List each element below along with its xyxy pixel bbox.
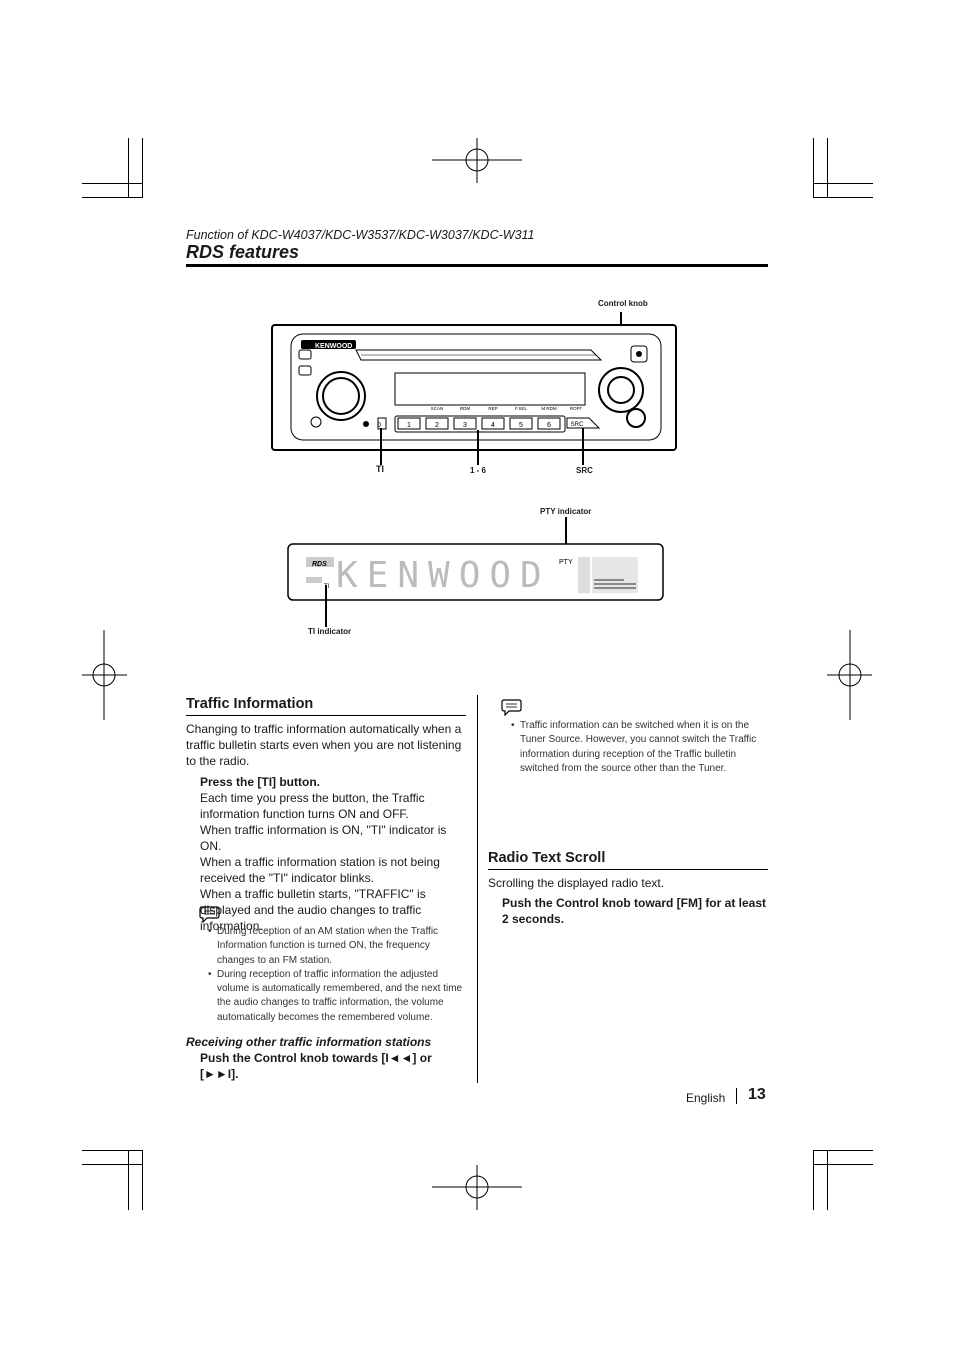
traffic-instruction: Press the [TI] button. — [200, 775, 320, 789]
title-rule — [186, 264, 768, 267]
func-label-rep: REP — [488, 406, 497, 411]
label-ti: TI — [376, 464, 384, 474]
pty-indicator: PTY — [559, 559, 573, 566]
section-heading-radio-text: Radio Text Scroll — [488, 850, 605, 866]
preset-1-label: 1 — [407, 422, 411, 429]
display-text: KENWOOD — [336, 555, 551, 596]
model-subtitle: Function of KDC-W4037/KDC-W3537/KDC-W303… — [186, 228, 535, 242]
traffic-note-2: During reception of traffic information … — [208, 968, 466, 1025]
traffic-body-line-2: When traffic information is ON, "TI" ind… — [200, 823, 447, 853]
traffic-sub-instruction: Push the Control knob towards [I◄◄] or [… — [200, 1051, 432, 1081]
head-unit-illustration: KENWOOD 0 1 2 3 4 5 6 SRC SCAN RDM REP F… — [271, 312, 677, 465]
traffic-note-1: During reception of an AM station when t… — [208, 925, 466, 968]
src-button-label: SRC — [571, 422, 584, 428]
radio-text-instruction: Push the Control knob toward [FM] for at… — [502, 896, 766, 926]
label-presets: 1 - 6 — [470, 466, 487, 475]
preset-6-label: 6 — [547, 422, 551, 429]
display-illustration: RDS KENWOOD PTY TI — [287, 517, 664, 627]
radio-text-heading: Radio Text Scroll — [488, 850, 606, 866]
page-number: 13 — [748, 1086, 766, 1103]
traffic-sub-heading: Receiving other traffic information stat… — [186, 1035, 432, 1049]
note-icon-right — [501, 699, 522, 716]
preset-3-label: 3 — [463, 422, 467, 429]
label-src: SRC — [576, 466, 593, 475]
ti-button-label: 0 — [377, 422, 381, 429]
radio-text-heading-rule — [488, 869, 768, 870]
right-note-1: Traffic information can be switched when… — [511, 719, 761, 776]
preset-2-label: 2 — [435, 422, 439, 429]
traffic-notes: During reception of an AM station when t… — [208, 925, 466, 1025]
traffic-heading-rule — [186, 715, 466, 716]
page-title: RDS features — [186, 242, 300, 262]
section-heading-traffic: Traffic Information — [186, 696, 313, 712]
func-label-rdm: RDM — [460, 406, 470, 411]
func-label-mrdm: M.RDM — [541, 406, 556, 411]
radio-text-intro: Scrolling the displayed radio text. — [488, 876, 665, 890]
traffic-intro: Changing to traffic information automati… — [186, 722, 462, 768]
brand-logo: KENWOOD — [315, 343, 352, 350]
note-icon — [199, 906, 220, 923]
traffic-body-line-1: Each time you press the button, the Traf… — [200, 791, 425, 821]
label-ti-indicator: TI indicator — [308, 627, 352, 636]
traffic-heading: Traffic Information — [186, 696, 314, 712]
svg-text:RDS: RDS — [312, 561, 327, 568]
func-label-roff: ROFF — [570, 406, 582, 411]
right-notes: Traffic information can be switched when… — [511, 719, 761, 776]
traffic-body: Each time you press the button, the Traf… — [200, 790, 468, 934]
traffic-body-line-3: When a traffic information station is no… — [200, 855, 440, 885]
func-label-scan: SCAN — [431, 406, 444, 411]
traffic-body-line-4: When a traffic bulletin starts, "TRAFFIC… — [200, 887, 426, 933]
preset-5-label: 5 — [519, 422, 523, 429]
footer-language: English — [686, 1091, 726, 1105]
label-pty-indicator: PTY indicator — [540, 507, 592, 516]
preset-4-label: 4 — [491, 422, 495, 429]
column-divider — [477, 695, 478, 1083]
footer-separator — [736, 1088, 737, 1104]
func-label-fsel: F.SEL — [515, 406, 528, 411]
label-control-knob: Control knob — [598, 299, 648, 308]
